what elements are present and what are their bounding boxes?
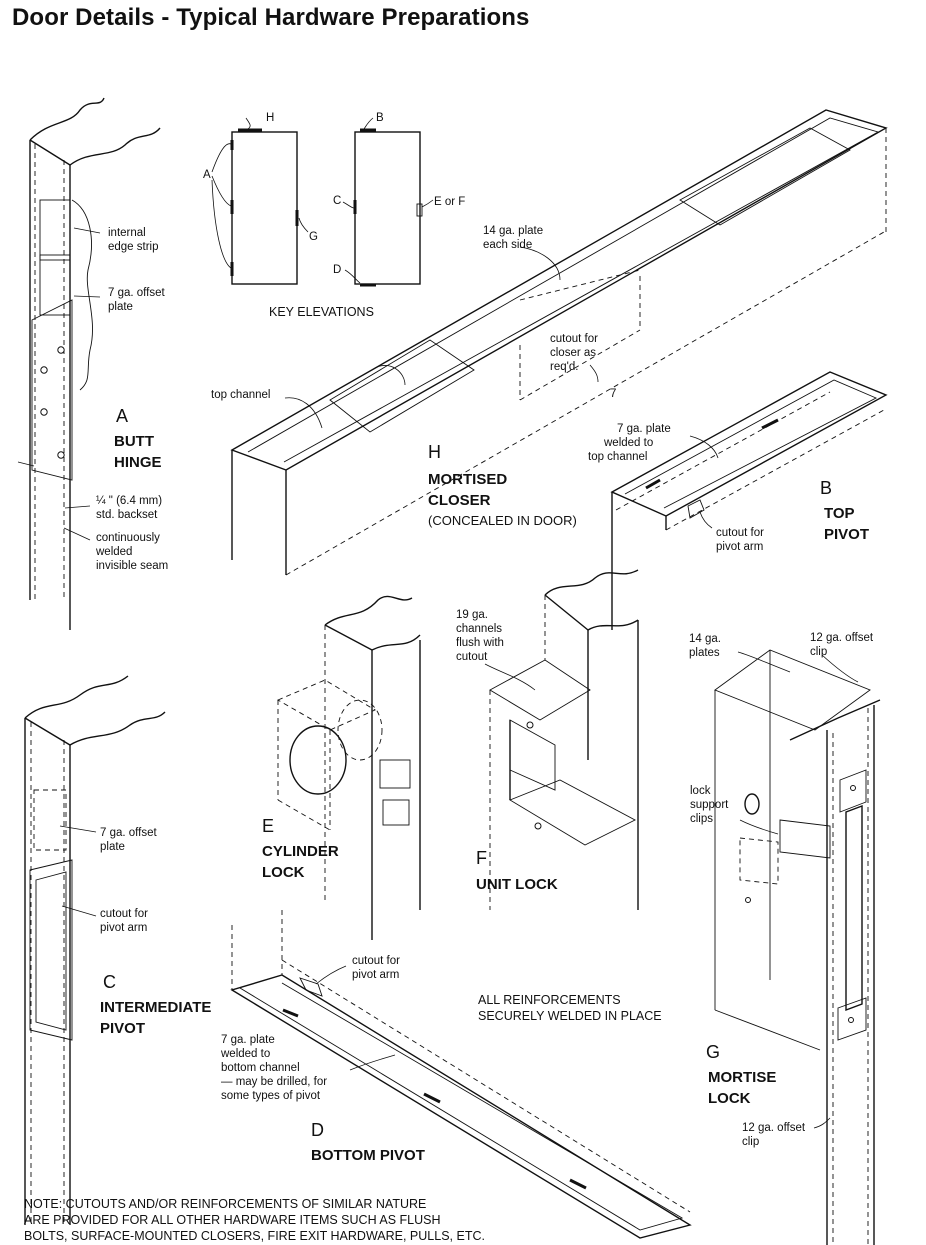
label-plate-14ga-2: each side — [483, 239, 532, 251]
label-plates-14ga-2: plates — [689, 647, 720, 659]
note-line-2: ARE PROVIDED FOR ALL OTHER HARDWARE ITEM… — [24, 1213, 441, 1227]
label-backset-1: ¼ " (6.4 mm) — [96, 495, 162, 507]
note-line-3: BOLTS, SURFACE-MOUNTED CLOSERS, FIRE EXI… — [24, 1229, 485, 1243]
caption-h-letter: H — [428, 442, 441, 462]
label-cutout-closer-3: req'd. — [550, 361, 578, 373]
caption-e-letter: E — [262, 816, 274, 836]
key-elevation-door-right — [354, 131, 421, 285]
caption-a-line-2: HINGE — [114, 454, 162, 471]
footer-note: NOTE: CUTOUTS AND/OR REINFORCEMENTS OF S… — [24, 1197, 485, 1243]
label-plate-7ga-bottom-3: bottom channel — [221, 1062, 300, 1074]
caption-e-line-1: CYLINDER — [262, 843, 339, 860]
key-label-b: B — [376, 112, 384, 124]
label-channels-19ga-3: flush with — [456, 637, 504, 649]
key-label-e-or-f: E or F — [434, 196, 465, 208]
label-cutout-closer-1: cutout for — [550, 333, 598, 345]
label-internal-edge-strip-1: internal — [108, 227, 146, 239]
label-plate-7ga-bottom-1: 7 ga. plate — [221, 1034, 275, 1046]
label-plate-7ga-bottom-5: some types of pivot — [221, 1090, 321, 1102]
label-channels-19ga-4: cutout — [456, 651, 488, 663]
caption-d-line-1: BOTTOM PIVOT — [311, 1147, 425, 1164]
mortise-lock-detail: 14 ga. plates 12 ga. offset clip lock su… — [689, 632, 881, 1245]
key-elevation-door-left — [231, 131, 298, 285]
key-label-g: G — [309, 231, 318, 243]
label-cutout-pivot-d-2: pivot arm — [352, 969, 399, 981]
mortised-closer-detail: 14 ga. plate each side cutout for closer… — [211, 109, 888, 576]
label-offset-plate-c-2: plate — [100, 841, 125, 853]
label-internal-edge-strip-2: edge strip — [108, 241, 159, 253]
label-seam-1: continuously — [96, 532, 160, 544]
label-all-reinforcements-1: ALL REINFORCEMENTS — [478, 993, 621, 1007]
key-label-a: A — [203, 169, 211, 181]
cylinder-lock-detail: E CYLINDER LOCK — [262, 595, 421, 940]
caption-a-letter: A — [116, 406, 128, 426]
label-clip-12ga-top-1: 12 ga. offset — [810, 632, 874, 644]
label-backset-2: std. backset — [96, 509, 158, 521]
label-lock-support-3: clips — [690, 813, 713, 825]
caption-e-line-2: LOCK — [262, 864, 305, 881]
label-top-channel: top channel — [211, 389, 270, 401]
key-label-h: H — [266, 112, 274, 124]
label-cutout-pivot-c-2: pivot arm — [100, 922, 147, 934]
key-label-c: C — [333, 195, 341, 207]
caption-b-line-2: PIVOT — [824, 526, 869, 543]
caption-d-letter: D — [311, 1120, 324, 1140]
caption-g-letter: G — [706, 1042, 720, 1062]
label-clip-12ga-bottom-2: clip — [742, 1136, 759, 1148]
caption-c-line-2: PIVOT — [100, 1020, 145, 1037]
label-seven: 7 — [610, 388, 616, 400]
note-line-1: NOTE: CUTOUTS AND/OR REINFORCEMENTS OF S… — [24, 1197, 426, 1211]
label-cutout-pivot-b-2: pivot arm — [716, 541, 763, 553]
label-lock-support-2: support — [690, 799, 729, 811]
caption-h-line-1: MORTISED — [428, 471, 507, 488]
label-all-reinforcements-2: SECURELY WELDED IN PLACE — [478, 1009, 662, 1023]
label-clip-12ga-top-2: clip — [810, 646, 827, 658]
key-label-d: D — [333, 264, 341, 276]
label-cutout-pivot-b-1: cutout for — [716, 527, 764, 539]
label-plate-7ga-bottom-2: welded to — [220, 1048, 270, 1060]
label-plate-14ga-1: 14 ga. plate — [483, 225, 543, 237]
caption-h-line-2: CLOSER — [428, 492, 491, 509]
label-seam-3: invisible seam — [96, 560, 168, 572]
label-seam-2: welded — [95, 546, 132, 558]
caption-c-line-1: INTERMEDIATE — [100, 999, 211, 1016]
caption-b-letter: B — [820, 478, 832, 498]
caption-f-line-1: UNIT LOCK — [476, 876, 558, 893]
caption-g-line-1: MORTISE — [708, 1069, 776, 1086]
label-plate-7ga-top-3: top channel — [588, 451, 647, 463]
caption-f-letter: F — [476, 848, 487, 868]
bottom-pivot-detail: cutout for pivot arm ALL REINFORCEMENTS … — [220, 910, 692, 1239]
key-elevations: H A G B C E or F D KEY ELEVATIONS — [203, 112, 465, 319]
label-plate-7ga-bottom-4: — may be drilled, for — [221, 1076, 327, 1088]
key-elevations-caption: KEY ELEVATIONS — [269, 305, 374, 319]
caption-g-line-2: LOCK — [708, 1090, 751, 1107]
unit-lock-detail: 19 ga. channels flush with cutout F UNIT… — [456, 569, 639, 910]
label-cutout-closer-2: closer as — [550, 347, 596, 359]
label-channels-19ga-2: channels — [456, 623, 502, 635]
label-clip-12ga-bottom-1: 12 ga. offset — [742, 1122, 806, 1134]
page-title: Door Details - Typical Hardware Preparat… — [12, 4, 530, 31]
label-offset-plate-a-1: 7 ga. offset — [108, 287, 165, 299]
butt-hinge-detail: internal edge strip 7 ga. offset plate ¼… — [17, 97, 168, 630]
label-offset-plate-a-2: plate — [108, 301, 133, 313]
label-offset-plate-c-1: 7 ga. offset — [100, 827, 157, 839]
label-lock-support-1: lock — [690, 785, 711, 797]
caption-c-letter: C — [103, 972, 116, 992]
intermediate-pivot-detail: 7 ga. offset plate cutout for pivot arm … — [24, 675, 211, 1225]
caption-h-sub: (CONCEALED IN DOOR) — [428, 513, 577, 528]
label-plates-14ga-1: 14 ga. — [689, 633, 721, 645]
label-plate-7ga-top-1: 7 ga. plate — [617, 423, 671, 435]
label-cutout-pivot-d-1: cutout for — [352, 955, 400, 967]
label-channels-19ga-1: 19 ga. — [456, 609, 488, 621]
caption-b-line-1: TOP — [824, 505, 855, 522]
caption-a-line-1: BUTT — [114, 433, 154, 450]
label-cutout-pivot-c-1: cutout for — [100, 908, 148, 920]
label-plate-7ga-top-2: welded to — [603, 437, 653, 449]
top-pivot-detail: 7 ga. plate welded to top channel cutout… — [588, 371, 888, 630]
